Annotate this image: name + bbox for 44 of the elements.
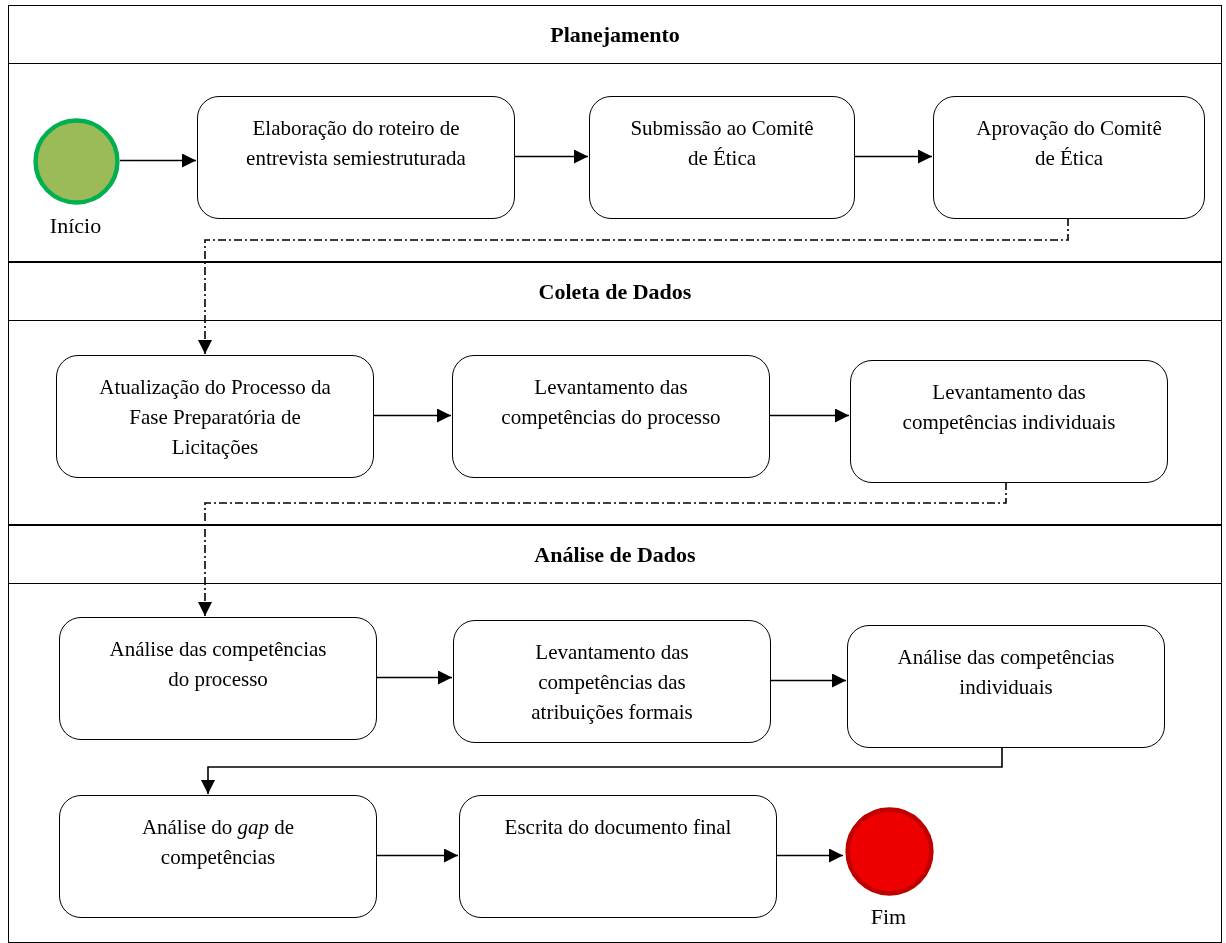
step-text: Análise das competências individuais xyxy=(896,644,1116,701)
process-box xyxy=(850,360,1168,483)
swimlane xyxy=(8,525,1222,943)
arrow xyxy=(375,848,459,863)
step-text: Escrita do documento final xyxy=(504,814,732,841)
lane-title: Planejamento xyxy=(9,6,1221,64)
process-box xyxy=(453,620,771,743)
arrow xyxy=(775,848,844,863)
swimlane xyxy=(8,5,1222,262)
step-text: Submissão ao Comitê de Ética xyxy=(629,115,815,172)
arrow xyxy=(768,408,850,423)
swimlane xyxy=(8,262,1222,525)
step-text: Análise do gap de competências xyxy=(140,814,296,871)
arrow xyxy=(375,670,453,685)
process-box xyxy=(847,625,1165,748)
lane-title: Coleta de Dados xyxy=(9,263,1221,321)
node-caption: Início xyxy=(49,213,102,239)
process-box xyxy=(589,96,855,219)
process-box xyxy=(56,355,374,478)
step-text: Aprovação do Comitê de Ética xyxy=(975,115,1163,172)
arrow xyxy=(853,149,933,164)
end-circle xyxy=(844,806,935,897)
step-text: Atualização do Processo da Fase Preparatória de Licitações xyxy=(98,374,332,461)
step-text: Levantamento das competências individuais xyxy=(901,379,1117,436)
step-text: Elaboração do roteiro de entrevista semiestruturada xyxy=(245,115,467,172)
arrow xyxy=(119,153,197,168)
process-box xyxy=(59,795,377,918)
arrow xyxy=(372,408,452,423)
step-text: Levantamento das competências do processo xyxy=(500,374,722,431)
arrow xyxy=(198,217,1069,355)
process-box xyxy=(459,795,777,918)
process-box xyxy=(197,96,515,219)
process-box xyxy=(59,617,377,740)
arrow xyxy=(201,746,1003,795)
step-text: Levantamento das competências das atribuições formais xyxy=(530,639,694,726)
start-circle xyxy=(32,117,121,206)
process-box xyxy=(452,355,770,478)
arrow xyxy=(769,673,847,688)
arrow xyxy=(513,149,589,164)
lane-title: Análise de Dados xyxy=(9,526,1221,584)
step-text: Análise das competências do processo xyxy=(108,636,328,693)
process-box xyxy=(933,96,1205,219)
node-caption: Fim xyxy=(870,904,907,930)
arrow xyxy=(198,481,1007,617)
